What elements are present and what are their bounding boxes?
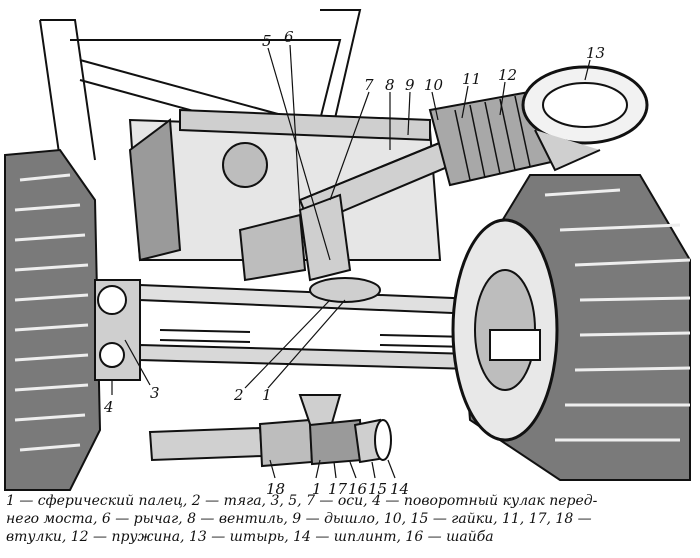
callout-18: 18 bbox=[266, 480, 285, 498]
callout-2: 2 bbox=[233, 386, 244, 404]
callout-8: 8 bbox=[385, 76, 395, 94]
callout-16: 16 bbox=[348, 480, 368, 498]
callout-12: 12 bbox=[498, 66, 517, 84]
callout-11: 11 bbox=[462, 70, 481, 88]
callout-1: 1 bbox=[262, 386, 272, 404]
callout-3: 3 bbox=[150, 384, 160, 402]
caption-line: втулки, 12 — пружина, 13 — штырь, 14 — ш… bbox=[6, 529, 494, 545]
callout-10: 10 bbox=[424, 76, 444, 94]
callout-17: 17 bbox=[328, 480, 348, 498]
callout-15: 15 bbox=[368, 480, 387, 498]
callout-7: 7 bbox=[364, 76, 374, 94]
callout-9: 9 bbox=[405, 76, 415, 94]
figure-caption: 1 — сферический палец, 2 — тяга, 3, 5, 7… bbox=[6, 492, 696, 546]
caption-line: него моста, 6 — рычаг, 8 — вентиль, 9 — … bbox=[6, 511, 592, 527]
callout-14: 14 bbox=[390, 480, 409, 498]
caption-line: 1 — сферический палец, 2 — тяга, 3, 5, 7… bbox=[6, 493, 598, 509]
callout-1-inset: 1 bbox=[312, 480, 322, 498]
callout-6: 6 bbox=[284, 28, 294, 46]
callout-4: 4 bbox=[103, 398, 114, 416]
callout-5: 5 bbox=[262, 32, 272, 50]
assembly-illustration: 13 12 11 10 9 8 7 6 5 4 3 2 1 18 1 17 16… bbox=[4, 9, 691, 498]
callout-13: 13 bbox=[586, 44, 605, 62]
